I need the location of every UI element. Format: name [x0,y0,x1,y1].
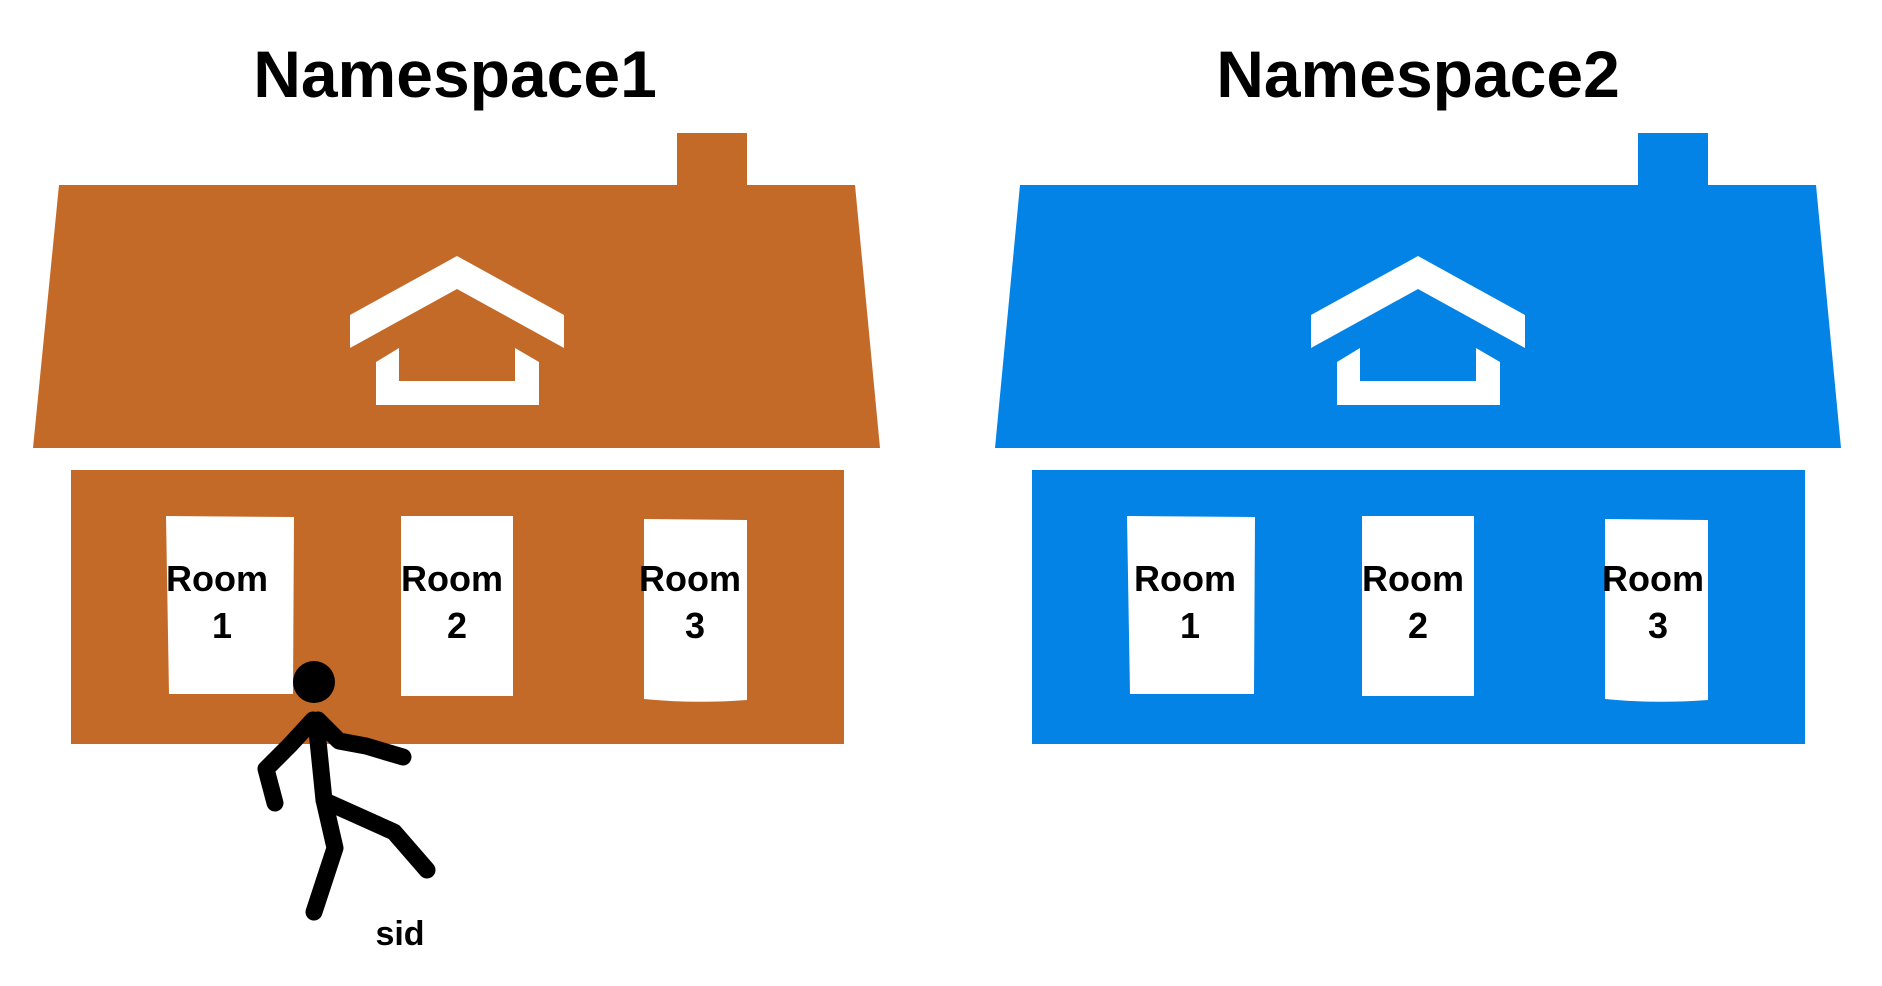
home-logo-icon [1311,256,1525,405]
roof [995,185,1841,448]
chimney [677,133,747,189]
namespace-2-title: Namespace2 [1216,37,1620,111]
room-2-label: Room 2 [401,558,513,646]
person-label: sid [375,915,424,953]
room-3-label: Room 3 [639,558,751,646]
room-2-label: Room 2 [1362,558,1474,646]
home-logo-icon [350,256,564,405]
house-namespace-1: Namespace1 Room 1 Room 2 Room 3 [33,37,880,744]
roof [33,185,880,448]
door-room-2 [1362,516,1474,696]
room-1-label: Room 1 [166,558,278,646]
door-room-1 [166,516,294,694]
namespace-1-title: Namespace1 [253,37,657,111]
room-1-label: Room 1 [1134,558,1246,646]
house-namespace-2: Namespace2 Room 1 Room 2 Room 3 [995,37,1841,744]
door-room-1 [1127,516,1255,694]
walking-person-icon [257,661,436,921]
door-room-2 [401,516,513,696]
door-room-3 [644,519,747,702]
chimney [1638,133,1708,189]
person-head [293,661,335,703]
room-3-label: Room 3 [1602,558,1714,646]
door-room-3 [1605,519,1708,702]
